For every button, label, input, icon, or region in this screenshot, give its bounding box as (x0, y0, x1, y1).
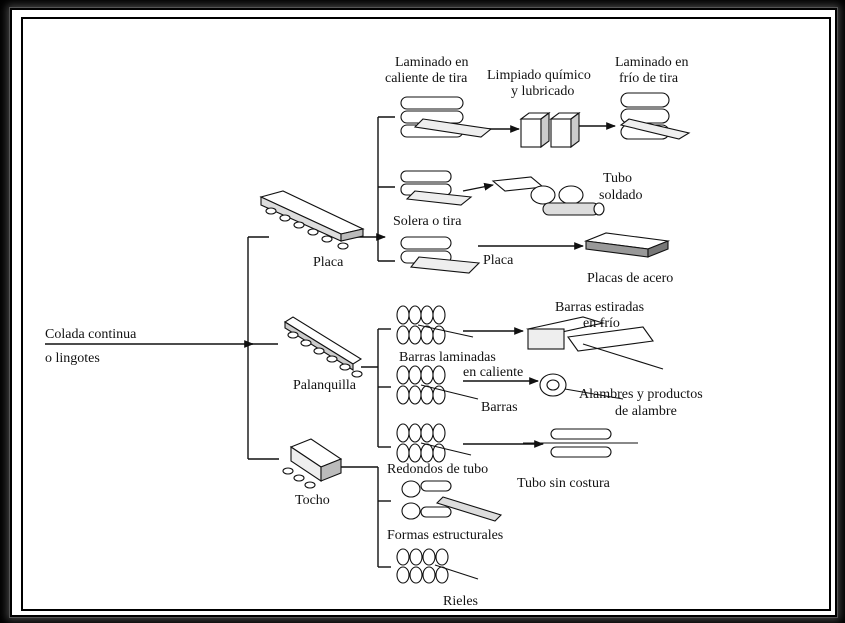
strip-label: Solera o tira (393, 214, 462, 229)
hot-strip-label-line2: caliente de tira (385, 71, 468, 86)
steel-plates-label: Placas de acero (587, 271, 673, 286)
palanquilla-label: Palanquilla (293, 378, 357, 393)
plate-label: Placa (483, 253, 514, 268)
cold-drawn-label-line2: en frío (583, 316, 620, 331)
structural-label: Formas estructurales (387, 528, 503, 543)
tube-rounds-label: Redondos de tubo (387, 462, 488, 477)
hot-bar-mill-illustration (397, 306, 473, 344)
welded-tube-label-line1: Tubo (603, 171, 632, 186)
bars-label: Barras (481, 400, 518, 415)
seamless-tube-label: Tubo sin costura (517, 476, 611, 491)
placa-label: Placa (313, 255, 344, 270)
steel-process-diagram: Colada continua o lingotes Placa Palanqu… (23, 19, 829, 609)
welded-tube-label-line2: soldado (599, 188, 643, 203)
welded-tube-illustration (493, 177, 604, 215)
tube-round-mill-illustration (397, 424, 471, 462)
rails-label: Rieles (443, 594, 478, 609)
steel-plates-illustration (586, 233, 668, 257)
hot-strip-label-line1: Laminado en (395, 55, 468, 70)
cleaning-label-line2: y lubricado (511, 84, 574, 99)
input-label-line1: Colada continua (45, 327, 137, 342)
cleaning-label-line1: Limpiado químico (487, 68, 591, 83)
strip-mill-illustration (401, 171, 471, 205)
cold-strip-mill-illustration (621, 93, 689, 139)
plate-mill-illustration (401, 237, 479, 273)
tocho-bloom-illustration (283, 439, 341, 488)
wire-label-line2: de alambre (615, 404, 677, 419)
hot-bars-label-line2: en caliente (463, 365, 523, 380)
cold-strip-label-line2: frío de tira (619, 71, 679, 86)
cold-drawn-label-line1: Barras estiradas (555, 300, 644, 315)
seamless-tube-illustration (523, 429, 638, 457)
wire-label-line1: Alambres y productos (579, 387, 703, 402)
tocho-label: Tocho (295, 493, 330, 508)
diagram-area: Colada continua o lingotes Placa Palanqu… (21, 17, 831, 611)
input-label-line2: o lingotes (45, 351, 100, 366)
hot-bars-label-line1: Barras laminadas (399, 350, 496, 365)
rail-mill-illustration (397, 549, 478, 583)
palanquilla-billet-illustration (285, 317, 362, 377)
chemical-cleaning-illustration (521, 113, 579, 147)
figure-frame: Colada continua o lingotes Placa Palanqu… (10, 8, 837, 617)
placa-slab-illustration (261, 191, 363, 249)
hot-strip-mill-illustration (401, 97, 491, 137)
structural-mill-illustration (402, 481, 501, 521)
cold-strip-label-line1: Laminado en (615, 55, 688, 70)
